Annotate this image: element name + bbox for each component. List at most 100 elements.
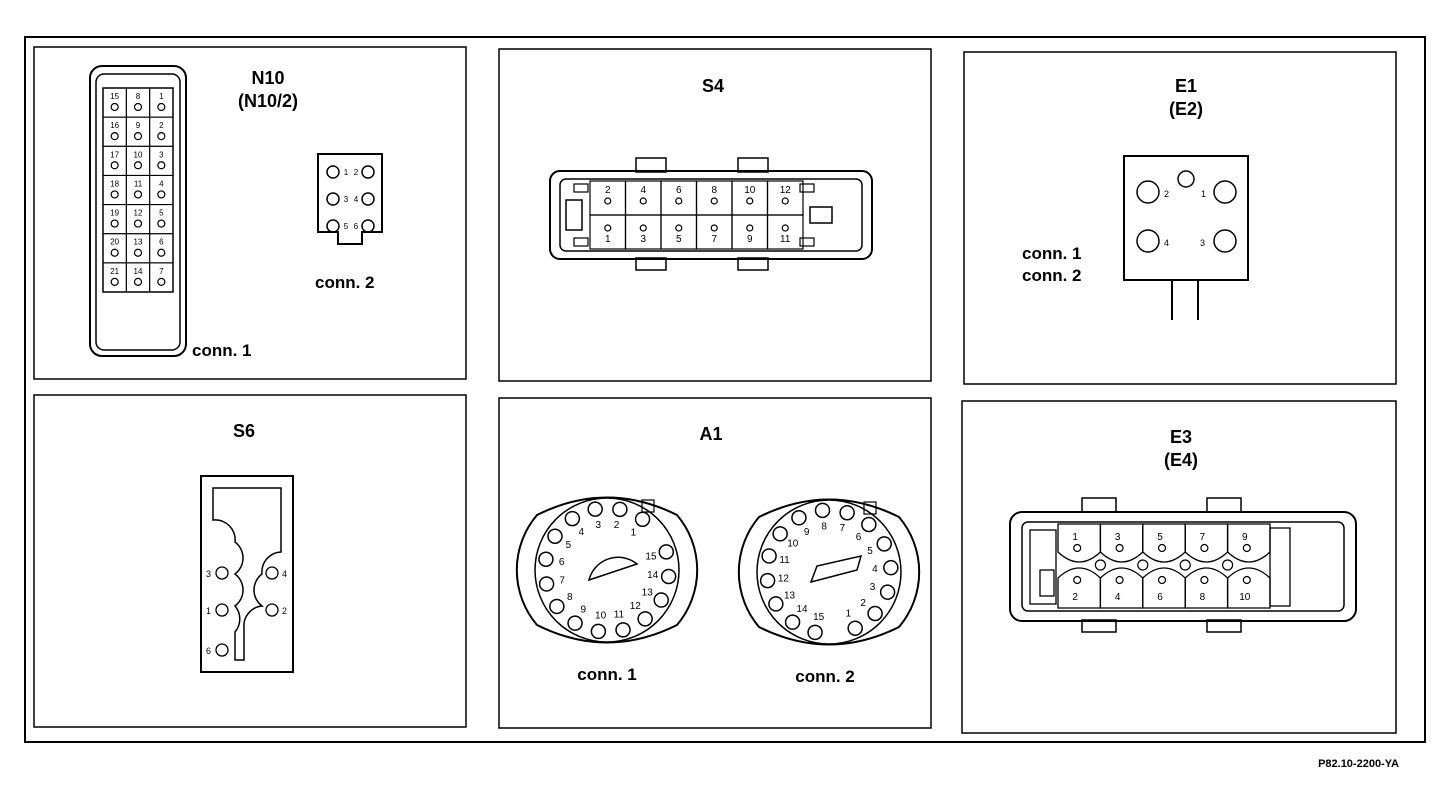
pin-label: 9 bbox=[1242, 532, 1248, 543]
pin-label: 4 bbox=[578, 527, 584, 538]
pin-label: 10 bbox=[1239, 592, 1251, 603]
panel-e3-border bbox=[961, 400, 1397, 734]
e3-bottom-cell bbox=[1142, 567, 1186, 609]
pin-label: 11 bbox=[779, 555, 790, 566]
n10-conn2-pin bbox=[361, 192, 375, 206]
n10-conn2-pin bbox=[361, 165, 375, 179]
n10-conn1-pin bbox=[157, 190, 166, 199]
e3-interstitial-hole bbox=[1137, 559, 1149, 571]
s4-housing bbox=[549, 170, 873, 260]
n10-conn1-pin bbox=[110, 277, 119, 286]
pin-label: 13 bbox=[642, 587, 654, 598]
a1-connector-body bbox=[515, 496, 699, 644]
pin-label: 2 bbox=[1072, 592, 1078, 603]
pin-label: 9 bbox=[747, 234, 753, 245]
pin-label: 5 bbox=[344, 222, 349, 231]
pin-label: 14 bbox=[134, 267, 143, 276]
a1-conn1-label: conn. 1 bbox=[577, 665, 637, 684]
s4-pin bbox=[604, 197, 612, 205]
n10-conn1-pin bbox=[133, 219, 143, 228]
pin-label: 3 bbox=[640, 234, 646, 245]
panel-s4-border bbox=[498, 48, 932, 382]
e3-key-slot bbox=[1039, 569, 1055, 597]
a1-pin bbox=[879, 584, 896, 600]
pin-label: 3 bbox=[870, 582, 876, 593]
e1-pin-label: 3 bbox=[1200, 238, 1205, 248]
n10-conn1-pin bbox=[133, 190, 143, 199]
pin-label: 10 bbox=[595, 611, 607, 622]
a1-pin bbox=[637, 611, 653, 627]
pin-label: 2 bbox=[860, 598, 866, 609]
n10-conn1-pin bbox=[157, 161, 166, 170]
pin-label: 10 bbox=[134, 150, 143, 159]
n10-conn1-pin bbox=[133, 132, 143, 141]
a1-pin bbox=[612, 501, 628, 518]
s4-tab bbox=[799, 183, 815, 193]
a1-pin bbox=[759, 572, 776, 589]
pin-label: 8 bbox=[711, 185, 717, 196]
e1-conn1-label: conn. 1 bbox=[1022, 244, 1082, 263]
s4-tab bbox=[799, 237, 815, 247]
pin-label: 3 bbox=[1115, 532, 1121, 543]
pin-label: 12 bbox=[778, 573, 790, 584]
e1-title: E1 bbox=[1175, 76, 1197, 96]
e3-end-block bbox=[1269, 527, 1291, 607]
pin-label: 4 bbox=[640, 185, 646, 196]
pin-label: 6 bbox=[676, 185, 682, 196]
n10-conn1-pin bbox=[110, 190, 119, 199]
pin-label: 8 bbox=[567, 592, 573, 603]
e3-subtitle: (E4) bbox=[1164, 450, 1198, 470]
s6-title: S6 bbox=[233, 421, 255, 441]
s4-pin bbox=[604, 224, 612, 232]
pin-label: 15 bbox=[645, 552, 657, 563]
e3-interstitial-hole bbox=[1179, 559, 1191, 571]
pin-label: 19 bbox=[110, 209, 119, 218]
n10-conn1-pin bbox=[157, 248, 166, 257]
pin-label: 13 bbox=[784, 591, 796, 602]
a1-pin bbox=[590, 623, 607, 640]
a1-pin bbox=[772, 526, 788, 542]
n10-conn1-housing bbox=[89, 65, 187, 357]
n10-conn1-pin bbox=[157, 277, 166, 286]
s4-pin bbox=[639, 224, 647, 232]
n10-conn1-pin bbox=[157, 219, 166, 228]
e3-top-cell bbox=[1142, 523, 1186, 563]
n10-conn1-pin bbox=[133, 277, 143, 286]
pin-label: 15 bbox=[110, 92, 119, 101]
pin-label: 5 bbox=[676, 234, 682, 245]
pin-label: 3 bbox=[344, 195, 349, 204]
e3-interstitial-hole bbox=[1221, 559, 1234, 571]
pin-label: 16 bbox=[110, 121, 119, 130]
pin-label: 4 bbox=[872, 564, 878, 575]
a1-pin bbox=[547, 528, 563, 544]
s4-pin bbox=[675, 224, 683, 232]
pin-label: 7 bbox=[840, 523, 846, 534]
pin-label: 3 bbox=[159, 150, 164, 159]
pin-label: 5 bbox=[566, 540, 572, 551]
s6-pin-label: 2 bbox=[282, 606, 287, 616]
e3-bottom-cell bbox=[1099, 567, 1144, 609]
pin-label: 8 bbox=[136, 92, 141, 101]
s4-cell bbox=[766, 214, 804, 250]
pin-label: 9 bbox=[581, 604, 587, 615]
pin-label: 11 bbox=[614, 609, 625, 620]
a1-pin bbox=[538, 576, 555, 592]
s6-pin-2 bbox=[265, 603, 279, 617]
s4-pin bbox=[639, 197, 647, 205]
s4-pin bbox=[746, 197, 754, 205]
a1-pin bbox=[814, 502, 831, 519]
e1-pin-2 bbox=[1136, 180, 1160, 204]
s4-pin bbox=[710, 224, 718, 232]
pin-label: 20 bbox=[110, 238, 119, 247]
n10-conn1-pin bbox=[133, 102, 143, 112]
pin-label: 12 bbox=[780, 185, 792, 196]
pin-label: 11 bbox=[780, 234, 791, 245]
pin-label: 6 bbox=[856, 532, 862, 543]
n10-conn1-pin bbox=[157, 102, 166, 112]
s4-tab bbox=[573, 183, 589, 193]
pin-label: 7 bbox=[711, 234, 717, 245]
a1-connector-face bbox=[534, 497, 680, 643]
a1-key-notch bbox=[641, 499, 655, 513]
